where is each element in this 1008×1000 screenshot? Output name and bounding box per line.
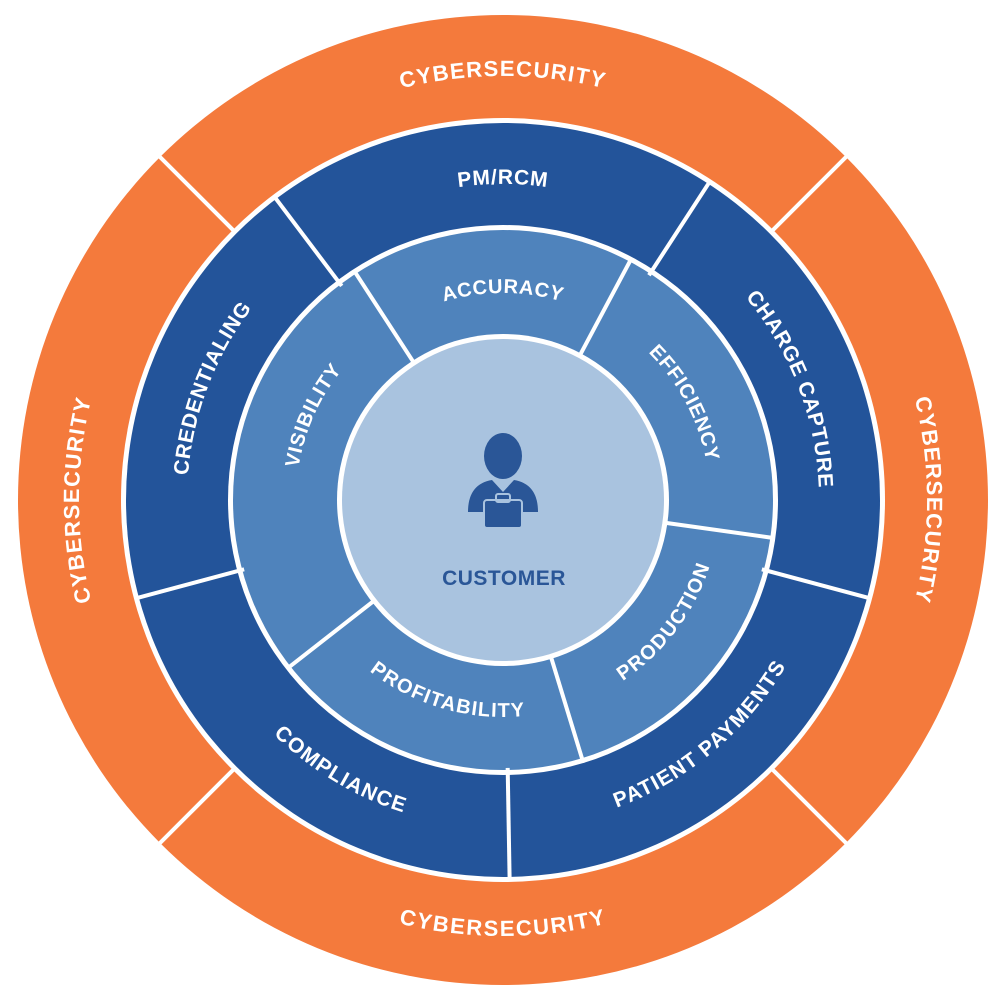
ring-divider bbox=[156, 765, 238, 847]
ring-divider bbox=[768, 153, 850, 235]
ring-divider bbox=[547, 652, 585, 762]
ring-divider bbox=[135, 567, 245, 601]
ring-divider bbox=[661, 520, 774, 540]
outer-ring-dividers bbox=[156, 153, 850, 847]
ring-divider bbox=[286, 596, 379, 670]
businessman-icon bbox=[468, 433, 538, 529]
ring-divider bbox=[647, 180, 712, 277]
middle-ring-segment-label: PM/RCM bbox=[456, 165, 550, 191]
ring-divider bbox=[352, 269, 418, 367]
ring-divider bbox=[761, 567, 871, 601]
ring-divider bbox=[768, 765, 850, 847]
ring-divider bbox=[505, 767, 512, 880]
customer-label: CUSTOMER bbox=[442, 567, 566, 590]
ring-divider bbox=[576, 258, 633, 360]
ring-divider bbox=[156, 153, 238, 235]
inner-ring-dividers bbox=[286, 258, 774, 762]
ring-divider bbox=[272, 195, 344, 288]
middle-ring-dividers bbox=[135, 180, 871, 880]
